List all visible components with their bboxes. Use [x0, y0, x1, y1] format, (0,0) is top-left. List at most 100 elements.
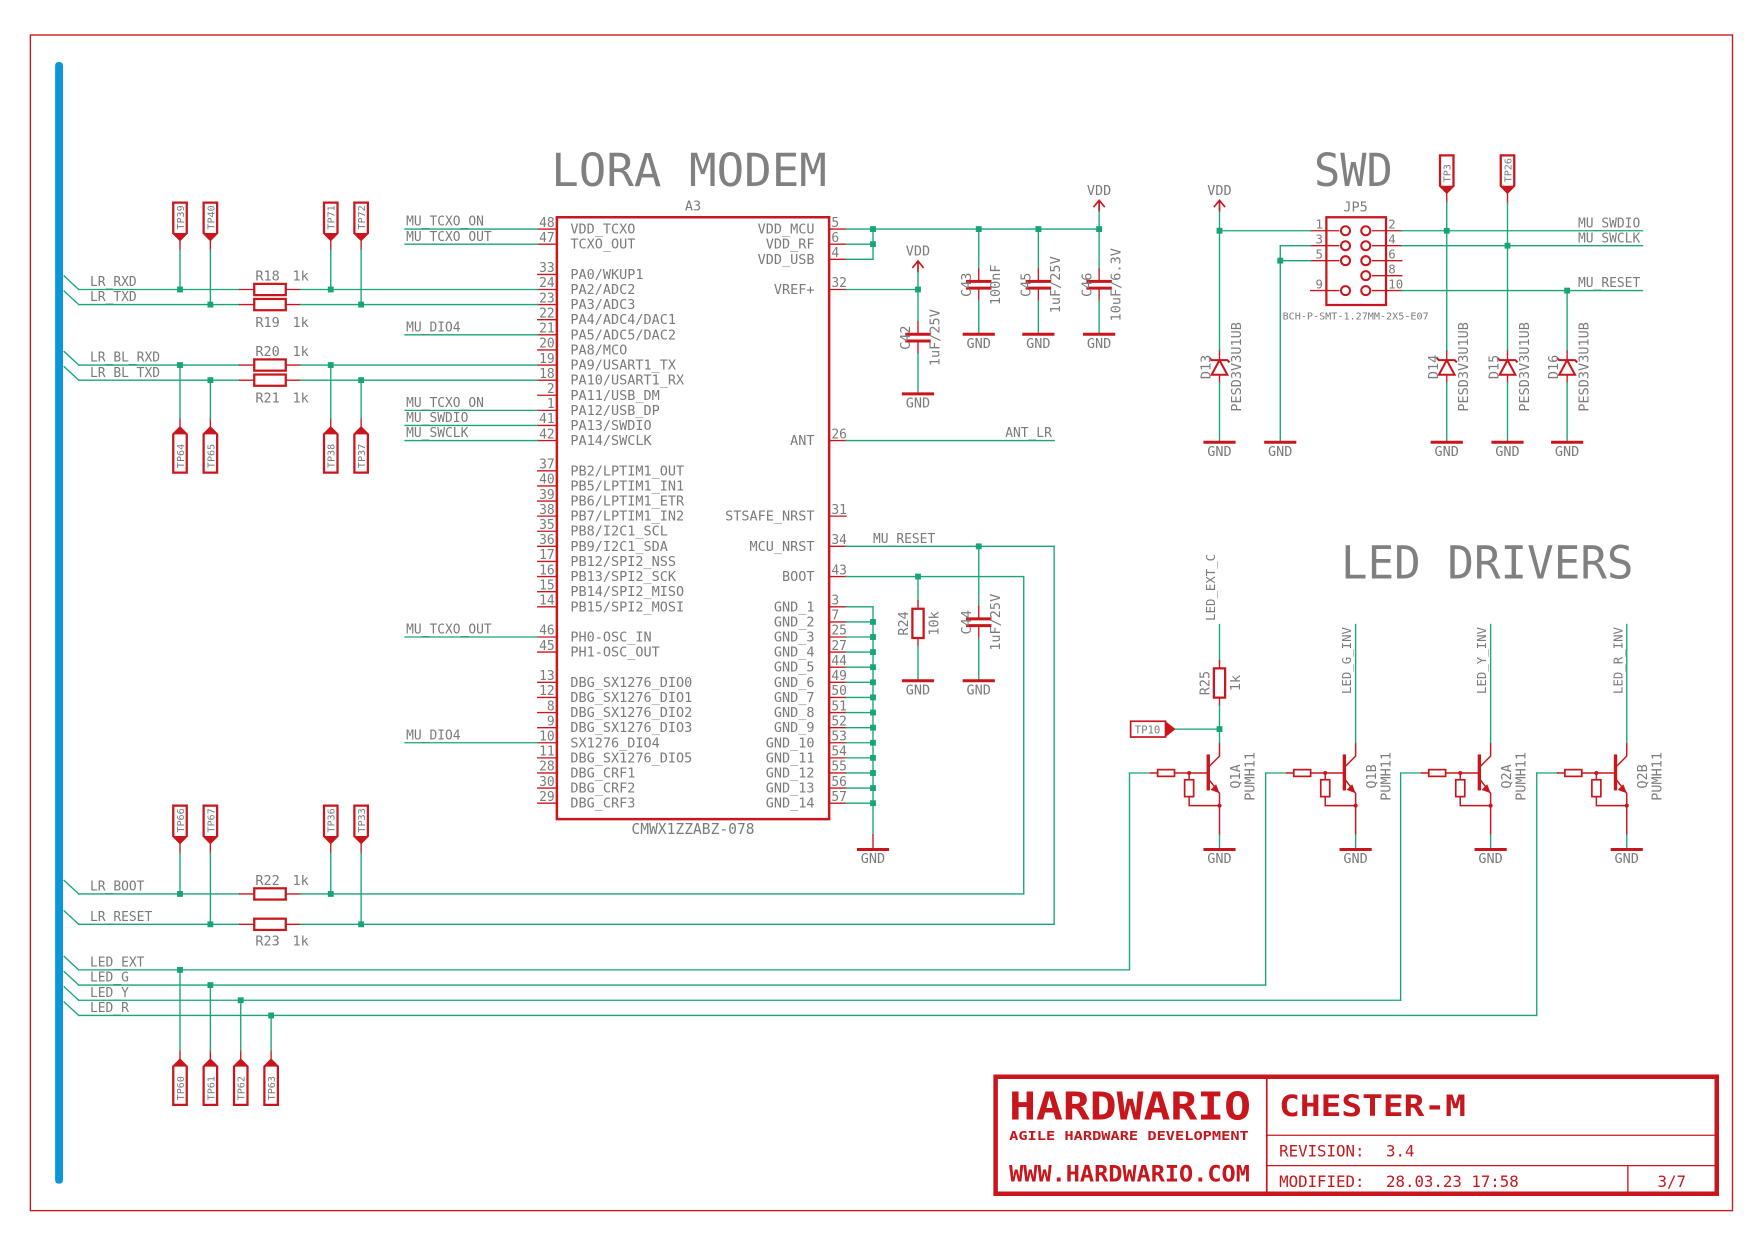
resistor-value: 1k	[293, 315, 309, 331]
net-label: LED_G_INV	[1340, 626, 1354, 694]
resistor-ref: R19	[255, 315, 279, 331]
pin-number: 28	[539, 760, 555, 775]
vdd-label: VDD	[1087, 183, 1111, 199]
gnd-label: GND	[1615, 851, 1639, 867]
pin-number: 36	[539, 533, 555, 548]
emitter-arrow-icon	[1617, 784, 1627, 794]
pin-name: GND_9	[774, 720, 815, 736]
page-number: 3/7	[1658, 1172, 1686, 1191]
hardwario-logo: HARDWARIO	[1009, 1085, 1251, 1130]
junction-dot	[358, 301, 365, 308]
test-point-tip-icon	[264, 1059, 278, 1067]
pin-name: DBG_SX1276_DIO3	[570, 720, 692, 736]
junction-dot	[1323, 770, 1328, 776]
resistor-value: 1k	[293, 344, 309, 360]
emitter-arrow-icon	[1346, 784, 1356, 794]
revision-value: 3.4	[1386, 1142, 1414, 1161]
test-point-label: TP64	[176, 444, 187, 468]
pin-number: 1	[547, 397, 555, 412]
pin-number: 33	[539, 261, 555, 276]
base-resistor	[1564, 768, 1583, 778]
gnd-label: GND	[967, 682, 991, 698]
test-point-label: TP61	[206, 1076, 217, 1100]
pin-name: DBG_CRF3	[570, 796, 635, 812]
pin-name: GND_11	[766, 750, 815, 766]
pin-name: GND_12	[766, 765, 815, 781]
net-label: MU_TCXO_OUT	[406, 230, 492, 245]
junction-dot	[1458, 770, 1463, 776]
bus-entry	[63, 909, 80, 926]
junction-dot	[1624, 803, 1629, 808]
pin-number: 47	[539, 231, 555, 246]
modified-label: MODIFIED:	[1279, 1172, 1364, 1191]
pin-number: 54	[831, 745, 847, 760]
pin-name: DBG_SX1276_DIO5	[570, 750, 692, 766]
junction-dot	[358, 921, 365, 928]
pin-name: ANT	[790, 433, 814, 449]
diode-ref: D16	[1546, 355, 1562, 379]
transistor-ref: Q2A	[1499, 764, 1515, 788]
pin-number: 51	[831, 699, 847, 714]
pin-name: GND_8	[774, 705, 815, 721]
diode-value: PESD3V3U1UB	[1577, 322, 1593, 411]
pin-name: VDD_MCU	[758, 222, 815, 238]
pin-name: PB13/SPI2_SCK	[570, 569, 677, 585]
diode-d13	[1208, 357, 1231, 376]
pin-name: PA2/ADC2	[570, 282, 635, 298]
resistor-value: 1k	[293, 391, 309, 407]
capacitor-ref: C42	[898, 325, 914, 349]
pin-number: 21	[539, 322, 555, 337]
gnd-label: GND	[1478, 851, 1502, 867]
pin-name: PA14/SWCLK	[570, 433, 652, 449]
pin-number: 24	[539, 276, 555, 291]
pin-number: 27	[831, 639, 847, 654]
net-label: MU_RESET	[873, 532, 935, 547]
pin-number: 39	[539, 488, 555, 503]
bus-net-label: LR_TXD	[90, 290, 137, 305]
capacitor-ref: C43	[959, 273, 975, 297]
resistor-value: 1k	[1228, 675, 1244, 691]
test-point-label: TP26	[1503, 158, 1514, 182]
gnd-label: GND	[861, 851, 885, 867]
capacitor-value: 1uF/25V	[1048, 256, 1064, 313]
resistor-r18	[253, 282, 287, 297]
pin-number: 26	[831, 427, 847, 442]
bias-resistor	[1183, 778, 1195, 798]
pin-name: PA0/WKUP1	[570, 267, 643, 283]
junction-dot	[177, 891, 183, 897]
junction-dot	[327, 362, 334, 368]
junction-dot	[870, 241, 876, 248]
pin-number: 25	[831, 624, 847, 639]
pin-number: 9	[547, 714, 555, 729]
pin-number: 44	[831, 654, 847, 669]
transistor-ref: Q1A	[1228, 764, 1244, 788]
base-resistor	[1156, 768, 1176, 778]
diode-ref: D15	[1487, 355, 1503, 379]
resistor-value: 1k	[293, 934, 309, 950]
pin-name: GND_1	[774, 599, 815, 615]
resistor-ref: R18	[255, 268, 279, 284]
pin-name: GND_7	[774, 690, 815, 706]
pin-number: 1	[1316, 218, 1323, 232]
bias-resistor	[1591, 778, 1602, 798]
test-point-tip-icon	[173, 427, 187, 435]
resistor-ref: R23	[255, 934, 279, 950]
module-ref: A3	[685, 199, 701, 215]
bus-net-label: LED_Y	[90, 986, 129, 1001]
transistor-ref: Q2B	[1635, 764, 1651, 788]
pin-name: VREF+	[774, 282, 815, 298]
pin-number: 41	[539, 412, 555, 427]
pin-name: PA9/USART1_TX	[570, 358, 676, 374]
pin-name: PA10/USART1_RX	[570, 373, 684, 389]
pin-name: PA8/MCO	[570, 342, 627, 358]
junction-dot	[1277, 257, 1284, 264]
pin-number: 50	[831, 684, 847, 699]
pin-number: 53	[831, 730, 847, 745]
pin-number: 32	[831, 276, 847, 291]
pin-name: STSAFE_NRST	[725, 509, 814, 525]
net-label: LED_EXT_C	[1204, 554, 1218, 621]
pin-number: 8	[547, 699, 555, 714]
pin-number: 46	[539, 624, 555, 639]
gnd-label: GND	[1343, 851, 1367, 867]
gnd-label: GND	[1495, 444, 1519, 460]
